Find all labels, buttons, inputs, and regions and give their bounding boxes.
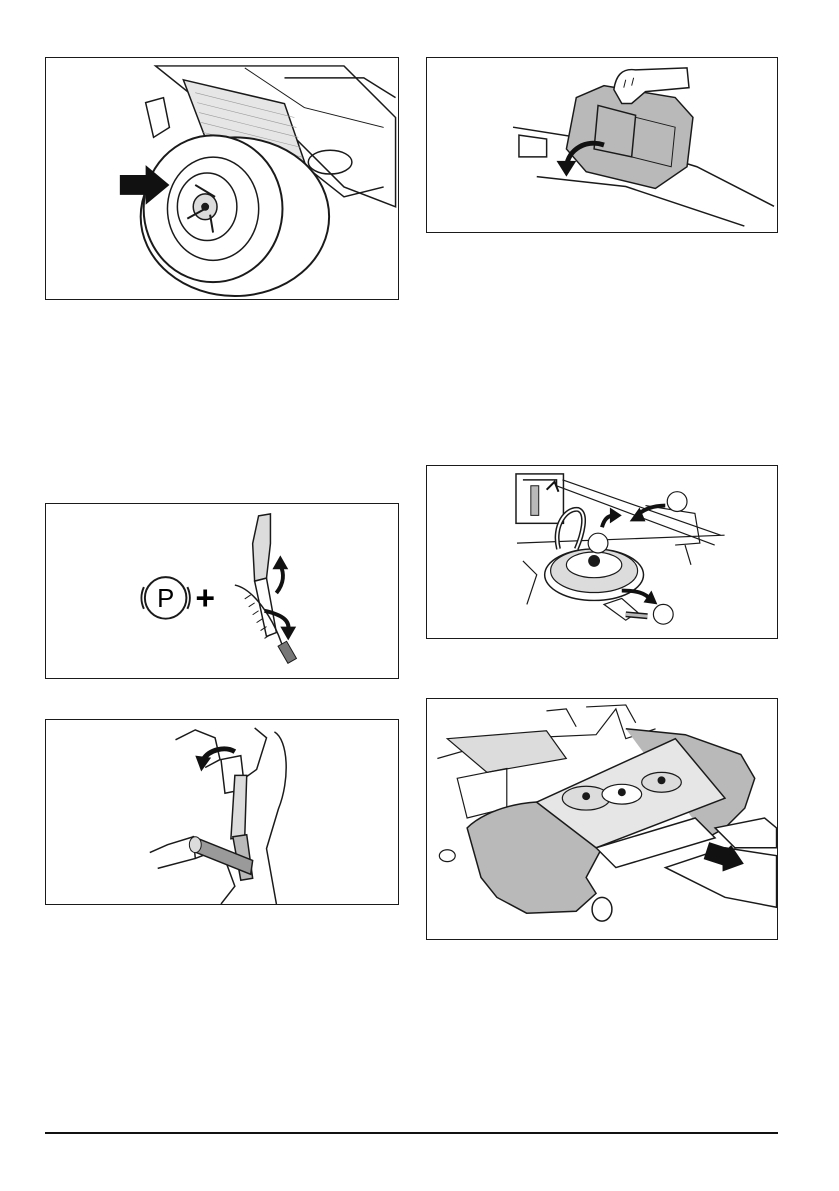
brake-lever-grip [253,514,271,581]
parking-symbol: P [157,585,174,613]
footer-rule [45,1132,778,1134]
figure-remove-deck [426,698,778,940]
deck-wheel [592,897,612,921]
figure-remove-cover [426,57,778,233]
rear-wheel-illustration [46,58,398,299]
figure-parking-brake: P + [45,503,399,679]
plus-symbol: + [195,580,215,617]
belt-pulley-illustration [427,466,777,638]
callout-1 [667,492,687,512]
arrow-up-icon [276,565,283,593]
figure-lift-lever [45,719,399,905]
callout-3 [653,604,673,624]
cutting-deck-illustration [427,699,777,939]
cover-illustration [427,58,777,232]
parking-brake-illustration: P + [46,504,398,678]
figure-belt-pulley [426,465,778,639]
lift-lever-illustration [46,720,398,904]
callout-2 [588,533,608,553]
figure-rear-wheel [45,57,399,300]
